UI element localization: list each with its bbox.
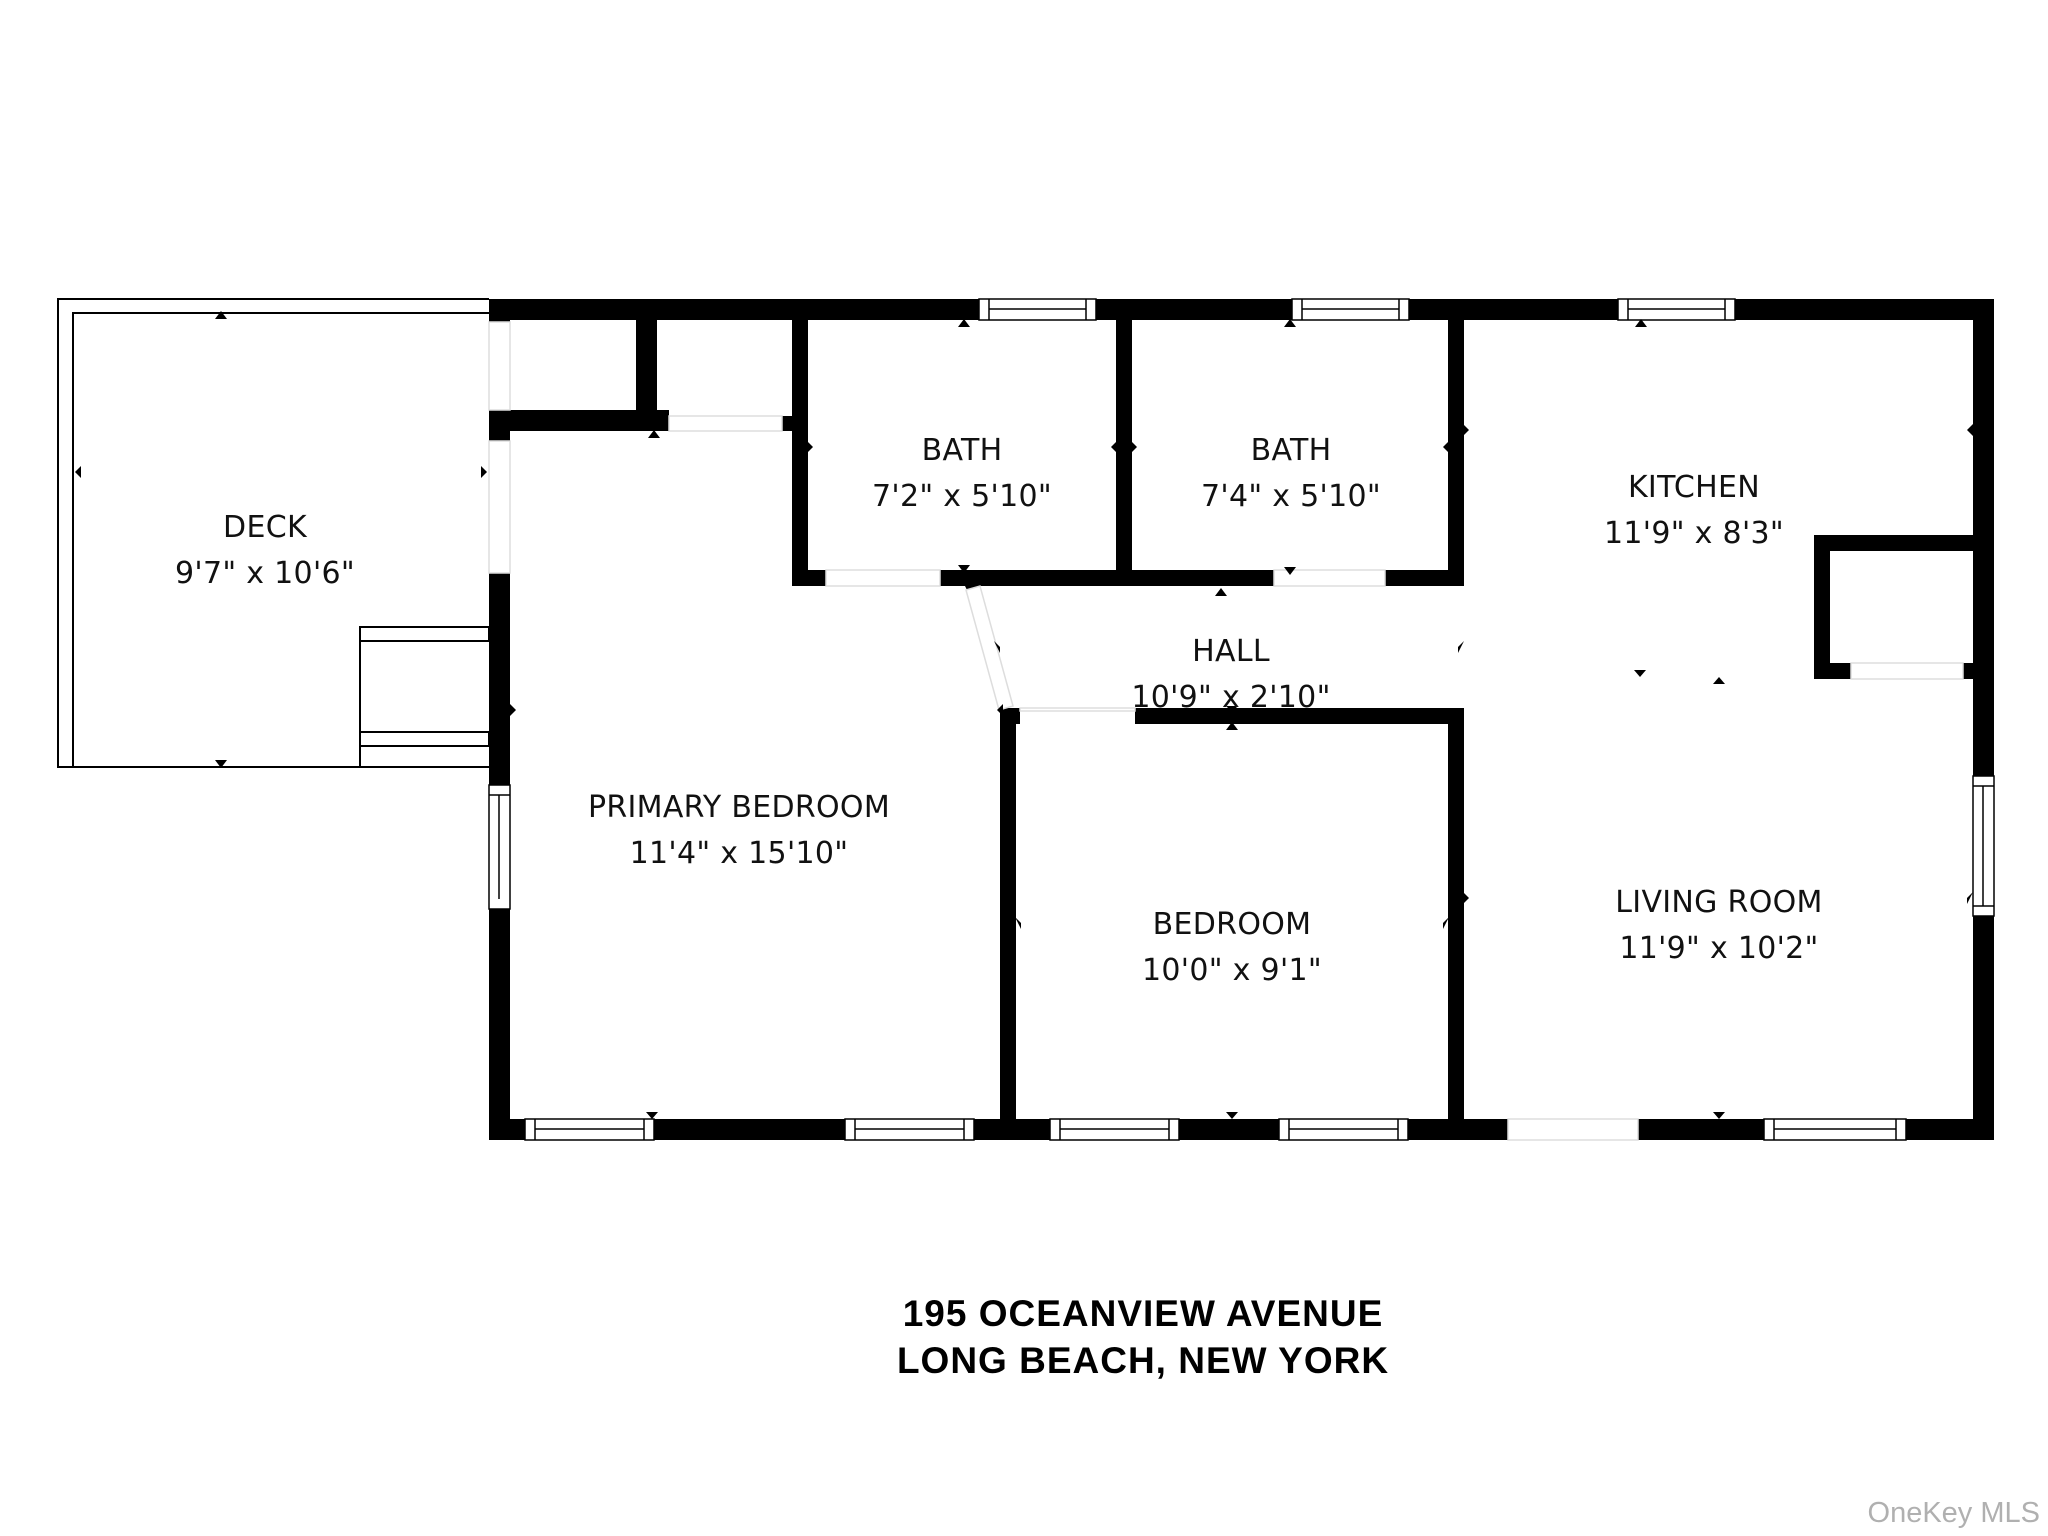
mls-watermark: OneKey MLS [1867,1497,2040,1529]
window-living-right [1972,775,1995,917]
room-dimensions: 11'4" x 15'10" [629,836,849,871]
dimension-markers [75,311,1973,1119]
room-label-kitchen: KITCHEN 11'9" x 8'3" [1604,465,1784,557]
door-openings [488,321,1964,1141]
room-dimensions: 10'9" x 2'10" [1131,680,1331,715]
room-name: BATH [921,433,1003,468]
room-dimensions: 9'7" x 10'6" [175,556,355,591]
room-name: LIVING ROOM [1615,885,1823,920]
deck-outline [57,298,490,768]
room-name: PRIMARY BEDROOM [587,790,891,825]
address-line-2: LONG BEACH, NEW YORK [896,1340,1390,1381]
room-name: HALL [1192,634,1270,669]
room-dimensions: 11'9" x 10'2" [1619,931,1819,966]
room-name: KITCHEN [1627,470,1761,505]
room-dimensions: 11'9" x 8'3" [1604,516,1784,551]
room-dimensions: 7'4" x 5'10" [1201,479,1381,514]
room-dimensions: 10'0" x 9'1" [1142,953,1322,988]
window-kitchen-top [1617,298,1736,321]
room-label-deck: DECK 9'7" x 10'6" [175,505,355,597]
interior-walls [489,320,1973,1119]
address-line-1: 195 OCEANVIEW AVENUE [902,1293,1384,1334]
room-label-bath-2: BATH 7'4" x 5'10" [1201,428,1381,520]
window-bottom-1 [524,1118,655,1141]
room-dimensions: 7'2" x 5'10" [872,479,1052,514]
room-label-primary-bedroom: PRIMARY BEDROOM 11'4" x 15'10" [588,785,890,877]
room-name: BEDROOM [1152,907,1312,942]
window-bottom-4 [1278,1118,1409,1141]
room-label-bedroom: BEDROOM 10'0" x 9'1" [1142,902,1322,994]
property-address: 195 OCEANVIEW AVENUE LONG BEACH, NEW YOR… [897,1290,1389,1384]
window-bottom-3 [1049,1118,1180,1141]
window-bottom-5 [1763,1118,1907,1141]
window-bottom-2 [844,1118,975,1141]
window-primary-left [488,784,511,910]
room-label-living-room: LIVING ROOM 11'9" x 10'2" [1615,880,1822,972]
window-bath1-top [978,298,1097,321]
room-name: DECK [223,510,307,545]
room-name: BATH [1250,433,1332,468]
room-label-hall: HALL 10'9" x 2'10" [1131,629,1330,721]
room-label-bath-1: BATH 7'2" x 5'10" [872,428,1052,520]
windows [488,298,1995,1141]
window-bath2-top [1291,298,1410,321]
